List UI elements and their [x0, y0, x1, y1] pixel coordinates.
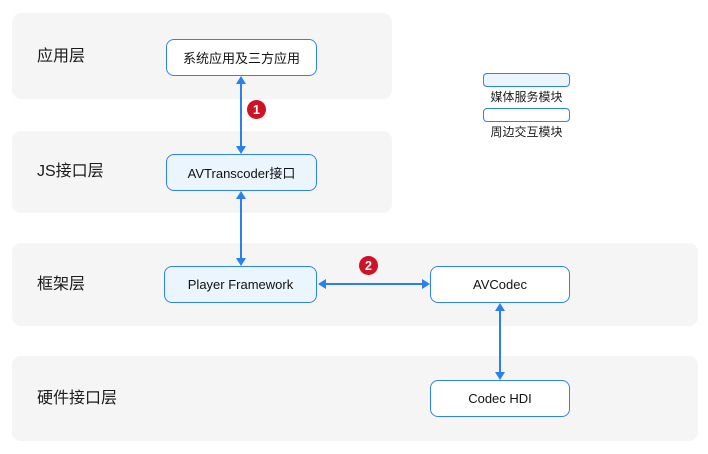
arrowhead-right-icon — [422, 279, 430, 289]
arrowhead-up-icon — [236, 76, 246, 84]
arrowhead-down-icon — [236, 258, 246, 266]
node-avtranscoder-api: AVTranscoder接口 — [166, 154, 317, 191]
band-hdi-layer — [12, 356, 698, 441]
label-hdi-layer: 硬件接口层 — [37, 390, 118, 407]
node-player-framework: Player Framework — [164, 266, 317, 303]
label-js-api-layer: JS接口层 — [37, 163, 104, 180]
legend-swatch-media-service — [483, 73, 570, 87]
label-framework-layer: 框架层 — [37, 276, 86, 293]
node-avcodec: AVCodec — [430, 266, 570, 303]
node-avcodec-label: AVCodec — [473, 277, 527, 292]
arrowhead-left-icon — [318, 279, 326, 289]
arrow-shaft — [240, 197, 242, 260]
arrow-shaft — [499, 309, 501, 374]
legend-label-peripheral: 周边交互模块 — [490, 125, 563, 139]
node-system-apps: 系统应用及三方应用 — [166, 39, 317, 76]
step-badge-1: 1 — [247, 100, 266, 119]
arrowhead-down-icon — [495, 372, 505, 380]
arrowhead-up-icon — [495, 303, 505, 311]
node-system-apps-label: 系统应用及三方应用 — [182, 51, 300, 66]
label-application-layer: 应用层 — [37, 48, 86, 65]
node-codec-hdi-label: Codec HDI — [468, 391, 532, 406]
legend-swatch-peripheral — [483, 108, 570, 122]
node-codec-hdi: Codec HDI — [430, 380, 570, 417]
arrow-shaft — [240, 82, 242, 148]
node-player-framework-label: Player Framework — [187, 277, 294, 292]
arrow-shaft — [324, 283, 424, 285]
arrowhead-down-icon — [236, 146, 246, 154]
arrowhead-up-icon — [236, 191, 246, 199]
step-badge-2: 2 — [359, 256, 378, 275]
legend-label-media-service: 媒体服务模块 — [490, 90, 563, 104]
node-avtranscoder-api-label: AVTranscoder接口 — [187, 166, 296, 181]
